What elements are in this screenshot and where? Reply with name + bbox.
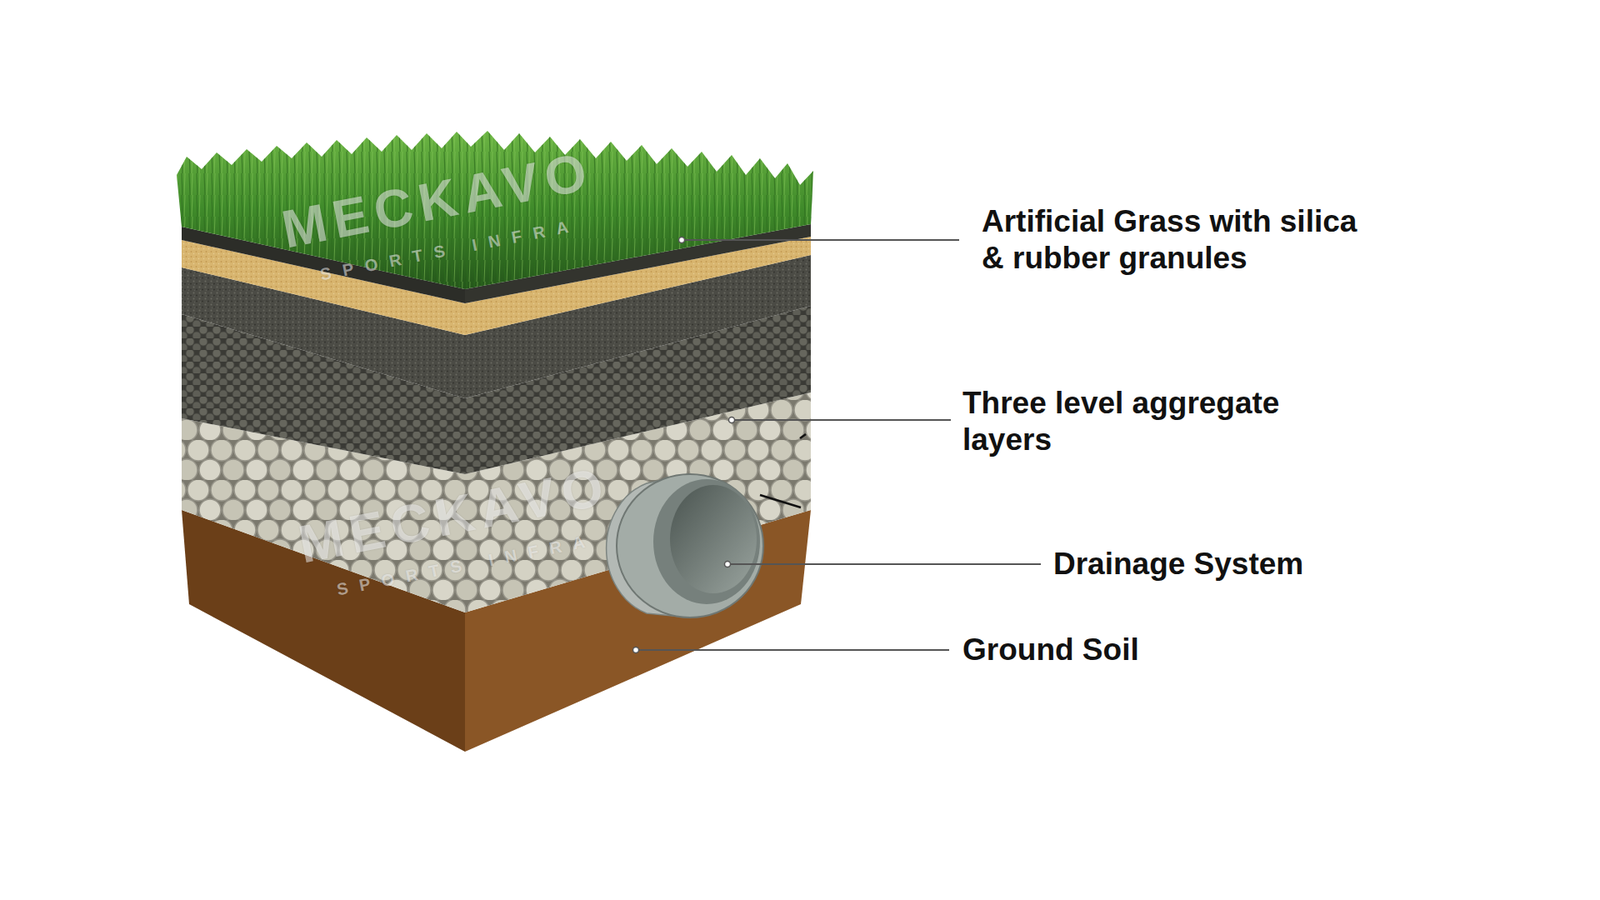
callout-label: Drainage System [1053,545,1304,583]
leader-dots [633,237,735,654]
callout-label: Three level aggregate layers [962,385,1313,459]
callout-label: Artificial Grass with silica & rubber gr… [981,203,1374,277]
grass-surface [176,130,814,290]
stray-leader-ticks [760,434,806,508]
drain-pipe [606,474,764,618]
callout-label: Ground Soil [962,631,1140,669]
